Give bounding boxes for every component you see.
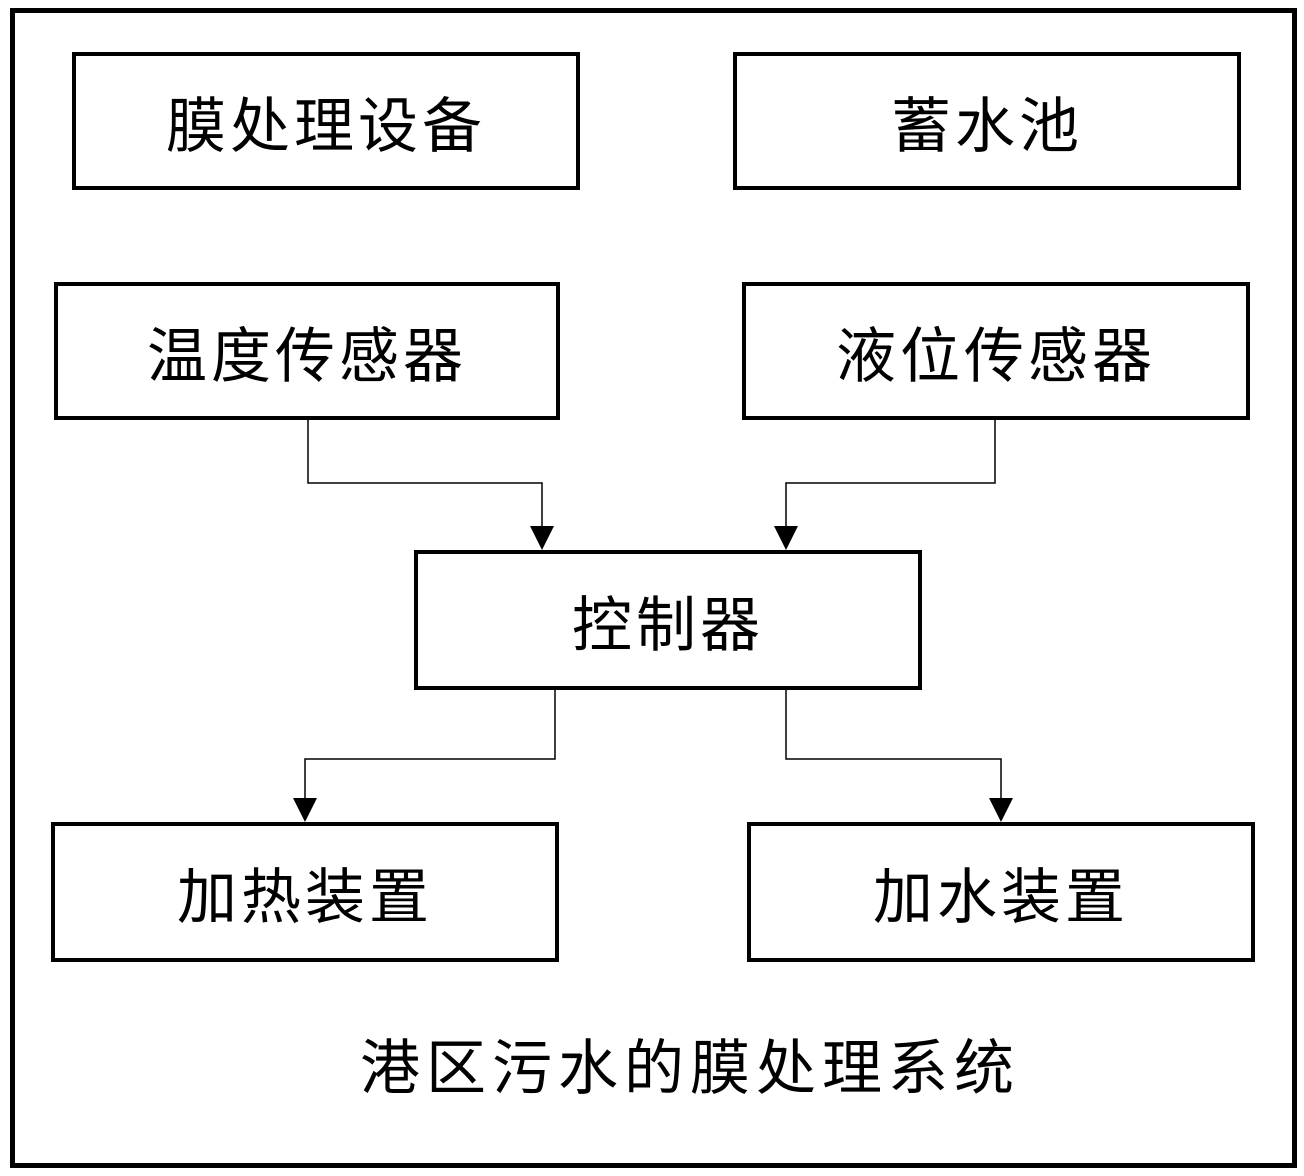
arrowhead-icon bbox=[530, 526, 554, 550]
membrane-equipment-label: 膜处理设备 bbox=[166, 91, 486, 162]
water-adding-device-label: 加水装置 bbox=[873, 862, 1129, 933]
level-sensor-box: 液位传感器 bbox=[742, 282, 1250, 420]
arrowhead-icon bbox=[989, 798, 1013, 822]
system-frame bbox=[10, 8, 1297, 1168]
heating-device-label: 加热装置 bbox=[177, 862, 433, 933]
edge-level-to-controller bbox=[785, 420, 996, 528]
edge-temperature-to-controller bbox=[307, 420, 543, 528]
temperature-sensor-box: 温度传感器 bbox=[54, 282, 560, 420]
controller-box: 控制器 bbox=[414, 550, 922, 690]
membrane-equipment-box: 膜处理设备 bbox=[72, 52, 580, 190]
water-adding-device-box: 加水装置 bbox=[747, 822, 1255, 962]
arrowhead-icon bbox=[293, 798, 317, 822]
level-sensor-label: 液位传感器 bbox=[836, 321, 1156, 392]
heating-device-box: 加热装置 bbox=[51, 822, 559, 962]
system-caption: 港区污水的膜处理系统 bbox=[360, 1034, 1020, 1104]
edge-controller-to-heating bbox=[304, 690, 556, 800]
reservoir-label: 蓄水池 bbox=[891, 91, 1083, 162]
controller-label: 控制器 bbox=[572, 590, 764, 661]
arrowhead-icon bbox=[774, 526, 798, 550]
reservoir-box: 蓄水池 bbox=[733, 52, 1241, 190]
edge-controller-to-water-adding bbox=[785, 690, 1002, 800]
temperature-sensor-label: 温度传感器 bbox=[147, 321, 467, 392]
